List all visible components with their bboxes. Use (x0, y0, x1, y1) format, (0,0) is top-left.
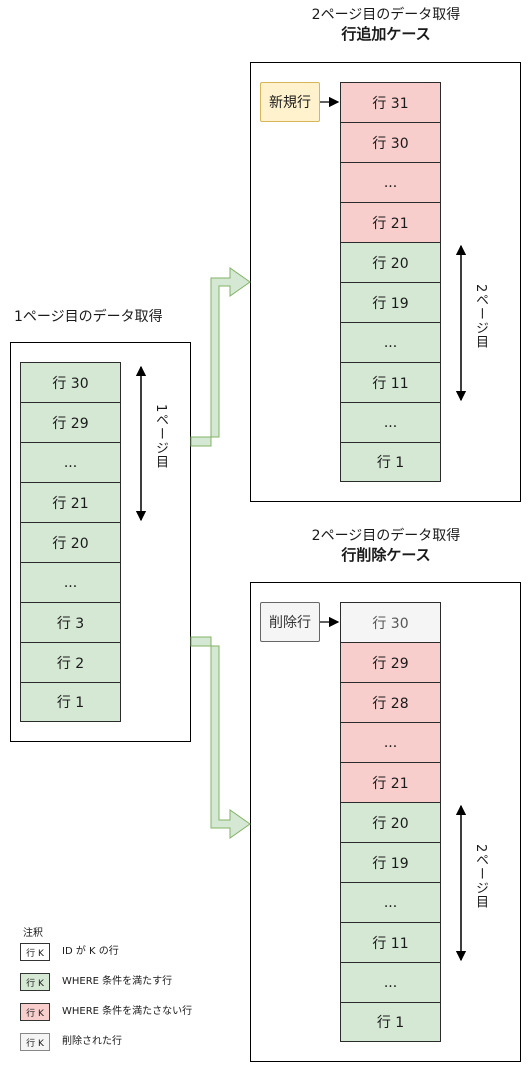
left-row-label: ... (63, 454, 78, 471)
add-row-label: 行 19 (372, 295, 409, 312)
del-case-subtitle: 行削除ケース (341, 546, 431, 564)
deleted-row-tag-label: 削除行 (269, 615, 311, 631)
left-row: ... (20, 442, 121, 483)
legend-box-label: 行 K (26, 978, 44, 989)
del-row: 行 28 (340, 682, 441, 723)
del-row-label: 行 20 (372, 815, 409, 832)
left-row: 行 29 (20, 402, 121, 443)
del-row-label: 行 29 (372, 655, 409, 672)
add-row-label: 行 31 (372, 95, 409, 112)
del-row-label: 行 11 (372, 935, 409, 952)
del-row-label: 行 30 (372, 615, 409, 632)
legend-text: WHERE 条件を満たさない行 (62, 1006, 193, 1017)
add-row: 行 1 (340, 442, 441, 482)
add-row-label: ... (383, 174, 398, 191)
left-row-label: 行 21 (52, 495, 89, 512)
left-row-label: 行 1 (56, 695, 85, 711)
flow-arrow-to-add-case (190, 267, 251, 447)
legend-box-nomatch: 行 K (20, 1003, 50, 1021)
del-row: ... (340, 722, 441, 763)
add-row-label: ... (383, 334, 398, 351)
del-range-label: 2ページ目 (473, 844, 488, 910)
del-row: 行 11 (340, 922, 441, 963)
del-row: ... (340, 882, 441, 923)
add-row-label: 行 1 (376, 455, 405, 471)
add-case-title-text: 2ページ目のデータ取得 (311, 7, 461, 23)
add-row: ... (340, 162, 441, 203)
left-row-label: 行 2 (56, 655, 85, 672)
add-case-subtitle: 行追加ケース (341, 25, 431, 43)
add-row: ... (340, 402, 441, 443)
flow-arrow-to-del-case (190, 636, 251, 839)
legend-text: ID が K の行 (62, 946, 119, 957)
del-row: 行 29 (340, 642, 441, 683)
legend-box-label: 行 K (26, 1038, 44, 1049)
legend: 注釈 行 K ID が K の行 行 K WHERE 条件を満たす行 行 K W… (20, 924, 220, 1059)
add-row: 行 30 (340, 122, 441, 163)
del-row-label: ... (383, 894, 398, 911)
del-case-title-text: 2ページ目のデータ取得 (311, 528, 461, 544)
add-row: 行 19 (340, 282, 441, 323)
del-row: ... (340, 962, 441, 1003)
add-row: 行 11 (340, 362, 441, 403)
legend-box-label: 行 K (26, 1008, 44, 1019)
legend-title: 注釈 (23, 928, 43, 939)
new-row-tag-label: 新規行 (269, 95, 311, 111)
add-range-label: 2ページ目 (473, 284, 488, 350)
legend-box-id: 行 K (20, 943, 50, 961)
left-row: 行 2 (20, 642, 121, 683)
left-row: 行 20 (20, 522, 121, 563)
add-case-title: 2ページ目のデータ取得 行追加ケース (250, 6, 522, 44)
del-row-label: ... (383, 974, 398, 991)
del-row-label: 行 21 (372, 775, 409, 792)
left-row: 行 1 (20, 682, 121, 722)
legend-box-deleted: 行 K (20, 1033, 50, 1051)
del-case-title: 2ページ目のデータ取得 行削除ケース (250, 527, 522, 565)
del-row: 行 30 (340, 602, 441, 643)
left-title: 1ページ目のデータ取得 (14, 308, 186, 327)
left-row: 行 21 (20, 482, 121, 523)
new-row-tag: 新規行 (260, 82, 320, 122)
add-row-label: 行 11 (372, 375, 409, 392)
left-row-label: 行 30 (52, 375, 89, 392)
left-row-label: 行 20 (52, 535, 89, 552)
left-row: ... (20, 562, 121, 603)
left-row-label: ... (63, 574, 78, 591)
del-row: 行 19 (340, 842, 441, 883)
left-row-label: 行 29 (52, 415, 89, 432)
legend-box-match: 行 K (20, 973, 50, 991)
del-row-label: 行 1 (376, 1015, 405, 1031)
del-row-label: ... (383, 734, 398, 751)
legend-text: WHERE 条件を満たす行 (62, 976, 173, 987)
left-range-label: 1ページ目 (153, 404, 168, 470)
del-row-label: 行 28 (372, 695, 409, 712)
del-row: 行 1 (340, 1002, 441, 1042)
add-row-label: 行 30 (372, 135, 409, 152)
deleted-row-tag: 削除行 (260, 602, 320, 642)
legend-box-label: 行 K (26, 948, 44, 959)
legend-text: 削除された行 (62, 1036, 122, 1047)
add-row: 行 21 (340, 202, 441, 243)
left-row-label: 行 3 (56, 615, 85, 632)
add-row-label: 行 20 (372, 255, 409, 272)
left-row: 行 30 (20, 362, 121, 403)
del-row-label: 行 19 (372, 855, 409, 872)
add-row-label: ... (383, 414, 398, 431)
left-title-text: 1ページ目のデータ取得 (14, 309, 163, 325)
add-row-label: 行 21 (372, 215, 409, 232)
